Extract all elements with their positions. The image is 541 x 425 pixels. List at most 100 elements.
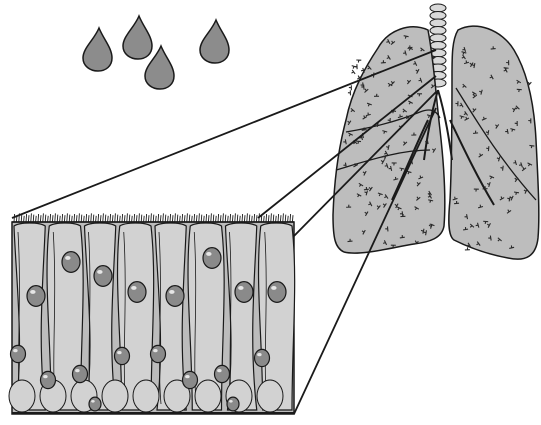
cilium <box>244 215 245 222</box>
cilium <box>86 214 87 222</box>
nucleus-highlight <box>169 290 174 294</box>
cilium <box>264 216 265 222</box>
nucleus-highlight <box>30 290 35 294</box>
nucleus <box>11 345 26 362</box>
nucleus-highlight <box>238 286 243 290</box>
alveolus-mark <box>361 68 364 73</box>
cilium <box>79 213 80 222</box>
cilium <box>146 214 147 222</box>
cilium <box>225 215 226 222</box>
cilium <box>38 214 39 222</box>
cilium <box>36 216 37 222</box>
nucleus <box>166 286 184 307</box>
cilium <box>122 214 123 222</box>
cilium <box>235 213 236 222</box>
cilium <box>48 216 49 222</box>
cilium <box>216 216 217 222</box>
cilium <box>192 216 193 222</box>
cilium <box>88 215 89 222</box>
tracheal-ring <box>430 42 446 50</box>
cilium <box>184 215 185 222</box>
cilium <box>175 213 176 222</box>
cilium <box>136 215 137 222</box>
cilium <box>220 215 221 222</box>
cilium <box>158 214 159 222</box>
nucleus-highlight <box>229 400 233 403</box>
nucleus-highlight <box>13 349 18 352</box>
cilium <box>240 216 241 222</box>
nucleus <box>115 347 130 364</box>
nucleus-highlight <box>153 349 158 352</box>
cilium <box>268 215 269 222</box>
cilium <box>141 215 142 222</box>
cilium <box>33 215 34 222</box>
cilium <box>170 214 171 222</box>
cilium <box>228 216 229 222</box>
cilium <box>60 216 61 222</box>
cilium <box>129 215 130 222</box>
cilium <box>76 215 77 222</box>
alveolus-mark <box>348 90 351 95</box>
droplet-1 <box>83 28 112 71</box>
tracheal-ring <box>430 34 446 42</box>
nucleus-highlight <box>91 400 95 403</box>
cilium <box>271 213 272 222</box>
basal-cell <box>133 380 159 412</box>
nucleus <box>62 252 80 273</box>
cilium <box>110 214 111 222</box>
cilium <box>280 215 281 222</box>
cilium <box>163 213 164 222</box>
nucleus-highlight <box>97 270 102 274</box>
cilium <box>276 216 277 222</box>
cilium <box>26 214 27 222</box>
nucleus-highlight <box>185 375 190 378</box>
cilium <box>124 215 125 222</box>
cilium <box>292 215 293 222</box>
cilium <box>93 215 94 222</box>
ciliated-epithelium <box>9 213 295 414</box>
cilium <box>153 215 154 222</box>
nucleus-highlight <box>217 369 222 372</box>
nucleus <box>227 397 239 411</box>
alveolus-mark <box>352 66 357 69</box>
cilia <box>12 213 294 222</box>
nucleus-highlight <box>131 286 136 290</box>
tracheal-ring <box>430 12 446 20</box>
cilium <box>24 216 25 222</box>
cilium <box>168 216 169 222</box>
cilium <box>201 215 202 222</box>
nucleus-highlight <box>75 369 80 372</box>
basal-cell <box>257 380 283 412</box>
cilium <box>199 213 200 222</box>
basal-cell <box>9 380 35 412</box>
cilium <box>117 215 118 222</box>
cilium <box>96 216 97 222</box>
nucleus <box>235 282 253 303</box>
basal-cell <box>195 380 221 412</box>
nucleus-highlight <box>65 256 70 260</box>
nucleus <box>73 365 88 382</box>
cilium <box>194 214 195 222</box>
cilium <box>55 213 56 222</box>
lungs <box>333 4 539 259</box>
cilium <box>278 214 279 222</box>
cilium <box>112 215 113 222</box>
cilium <box>74 214 75 222</box>
cilium <box>67 213 68 222</box>
cilium <box>31 213 32 222</box>
cilium <box>218 214 219 222</box>
cilium <box>105 215 106 222</box>
cilium <box>254 214 255 222</box>
cilium <box>206 214 207 222</box>
cilium <box>187 213 188 222</box>
cilium <box>108 216 109 222</box>
cilium <box>196 215 197 222</box>
nucleus-highlight <box>257 353 262 356</box>
cilium <box>84 216 85 222</box>
cilium <box>204 216 205 222</box>
cilium <box>57 215 58 222</box>
cilium <box>256 215 257 222</box>
cilium <box>182 214 183 222</box>
cilium <box>139 213 140 222</box>
cilium <box>285 215 286 222</box>
